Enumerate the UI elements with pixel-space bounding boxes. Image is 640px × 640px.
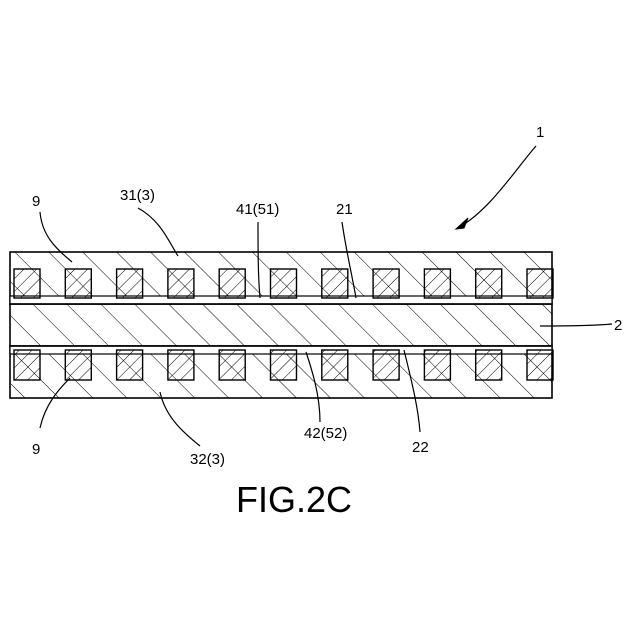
upper-pad xyxy=(322,269,348,298)
lower-pad xyxy=(322,350,348,380)
lower-pad xyxy=(271,350,297,380)
upper-pad xyxy=(271,269,297,298)
label-assembly: 1 xyxy=(536,124,544,141)
upper-pad xyxy=(14,269,40,298)
label-lower-gap: 22 xyxy=(412,439,429,456)
label-lower-wiring: 42(52) xyxy=(304,425,347,442)
label-lower-layer: 32(3) xyxy=(190,451,225,468)
core-layer xyxy=(10,304,552,346)
label-upper-layer: 31(3) xyxy=(120,187,155,204)
upper-pad xyxy=(168,269,194,298)
lower-pad xyxy=(424,350,450,380)
upper-pad xyxy=(65,269,91,298)
leader-line-assembly xyxy=(458,146,536,228)
upper-pad xyxy=(219,269,245,298)
upper-pad xyxy=(424,269,450,298)
label-lower-pad: 9 xyxy=(32,441,40,458)
lower-pad xyxy=(476,350,502,380)
leader-arrowhead xyxy=(456,218,468,229)
lower-pad xyxy=(373,350,399,380)
leader-line-lower-layer xyxy=(160,392,200,446)
lower-pad xyxy=(14,350,40,380)
lower-pad xyxy=(168,350,194,380)
label-upper-pad: 9 xyxy=(32,193,40,210)
label-core: 2 xyxy=(614,317,622,334)
label-upper-gap: 21 xyxy=(336,201,353,218)
upper-pad xyxy=(373,269,399,298)
lower-pad xyxy=(219,350,245,380)
lower-pad xyxy=(65,350,91,380)
lower-pad xyxy=(117,350,143,380)
label-upper-wiring: 41(51) xyxy=(236,201,279,218)
upper-pad xyxy=(527,269,553,298)
upper-pad xyxy=(117,269,143,298)
lower-pad xyxy=(527,350,553,380)
figure-caption: FIG.2C xyxy=(236,479,352,520)
upper-pad xyxy=(476,269,502,298)
leader-line-upper-layer xyxy=(138,208,178,256)
